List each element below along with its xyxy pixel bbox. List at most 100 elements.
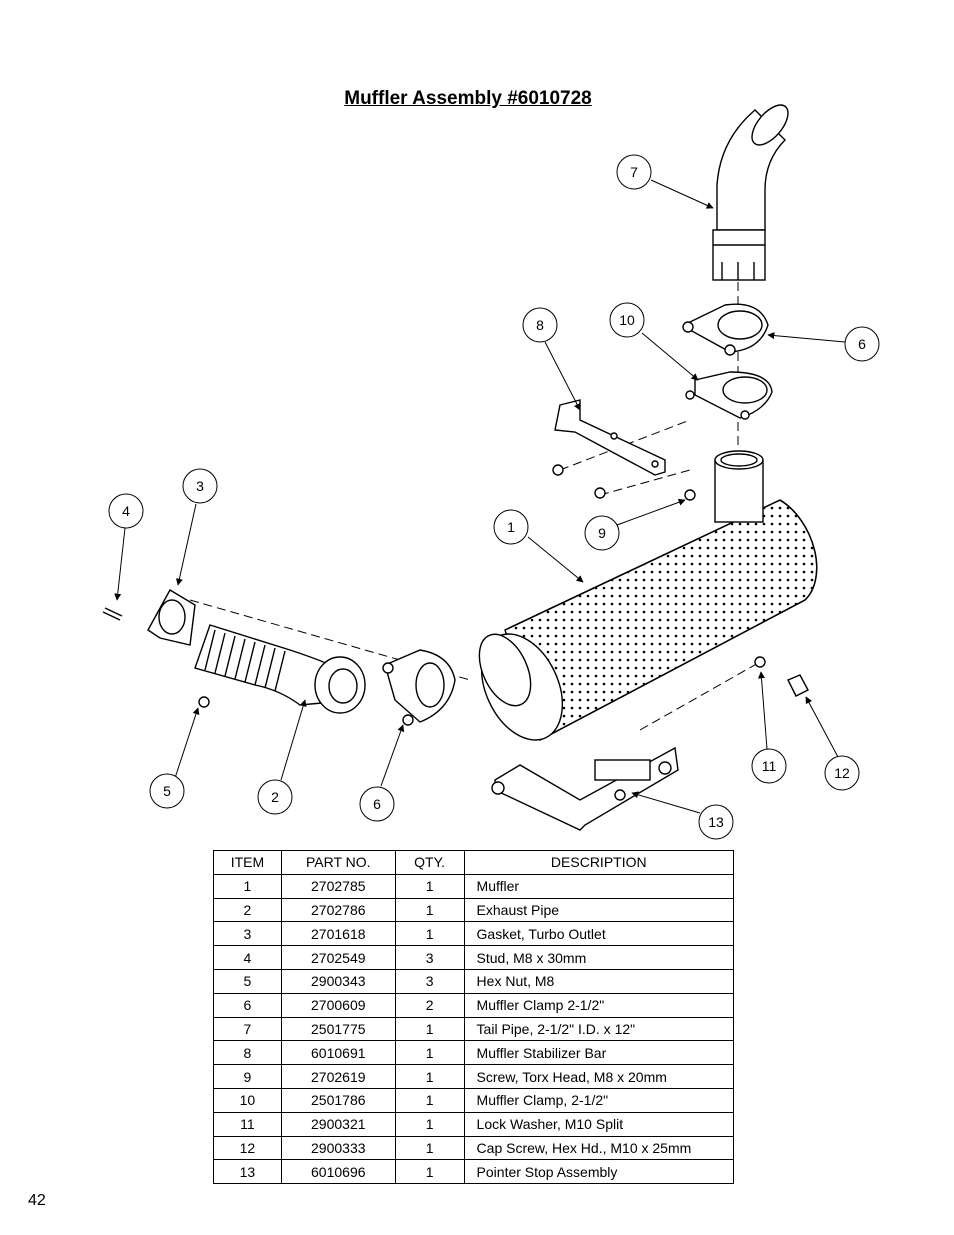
cell-qty: 1 bbox=[394, 897, 465, 923]
cell-part-no: 6010691 bbox=[280, 1040, 396, 1066]
callout-label-11: 11 bbox=[762, 758, 777, 774]
callout-4: 4 bbox=[108, 493, 144, 529]
callout-12: 12 bbox=[824, 755, 860, 791]
callout-label-12: 12 bbox=[834, 765, 850, 781]
cell-part-no: 6010696 bbox=[280, 1159, 396, 1185]
header-description: DESCRIPTION bbox=[463, 850, 735, 875]
cell-qty: 3 bbox=[394, 968, 465, 994]
table-header-row: ITEM PART NO. QTY. DESCRIPTION bbox=[213, 850, 735, 875]
cell-item: 4 bbox=[213, 945, 282, 970]
cell-qty: 1 bbox=[394, 1040, 465, 1066]
cell-part-no: 2900343 bbox=[280, 968, 396, 994]
callout-6-lower: 6 bbox=[359, 786, 395, 822]
cell-part-no: 2900333 bbox=[280, 1135, 396, 1161]
cell-description: Hex Nut, M8 bbox=[463, 968, 735, 994]
cell-item: 8 bbox=[213, 1040, 282, 1066]
callout-3: 3 bbox=[182, 468, 218, 504]
callout-label-8: 8 bbox=[536, 317, 544, 333]
cell-part-no: 2702786 bbox=[280, 897, 396, 923]
muffler-clamp-lower bbox=[685, 371, 773, 420]
cell-part-no: 2900321 bbox=[280, 1111, 396, 1137]
cell-qty: 2 bbox=[394, 992, 465, 1018]
cell-item: 5 bbox=[213, 968, 282, 994]
cell-qty: 1 bbox=[394, 1135, 465, 1161]
callout-7: 7 bbox=[616, 154, 652, 190]
callout-label-10: 10 bbox=[619, 312, 635, 328]
callout-5: 5 bbox=[149, 773, 185, 809]
header-part-no: PART NO. bbox=[280, 850, 396, 875]
cell-description: Muffler Clamp 2-1/2" bbox=[463, 992, 735, 1018]
cell-description: Pointer Stop Assembly bbox=[463, 1159, 735, 1185]
muffler-assembly-diagram: 1 2 3 4 5 6 6 7 8 9 10 11 bbox=[102, 104, 880, 840]
cell-description: Cap Screw, Hex Hd., M10 x 25mm bbox=[463, 1135, 735, 1161]
callout-8: 8 bbox=[522, 307, 558, 343]
cell-qty: 1 bbox=[394, 921, 465, 947]
callout-label-2: 2 bbox=[271, 789, 279, 805]
cell-qty: 1 bbox=[394, 1016, 465, 1042]
cell-description: Lock Washer, M10 Split bbox=[463, 1111, 735, 1137]
cell-item: 1 bbox=[213, 873, 282, 899]
callout-13: 13 bbox=[698, 804, 734, 840]
cell-description: Muffler bbox=[463, 873, 735, 899]
cell-part-no: 2700609 bbox=[280, 992, 396, 1018]
cell-part-no: 2701618 bbox=[280, 921, 396, 947]
callout-11: 11 bbox=[751, 748, 787, 784]
muffler-clamp-upper bbox=[682, 303, 769, 356]
callout-label-13: 13 bbox=[708, 814, 724, 830]
muffler bbox=[478, 450, 818, 742]
cell-part-no: 2702785 bbox=[280, 873, 396, 899]
cell-description: Tail Pipe, 2-1/2" I.D. x 12" bbox=[463, 1016, 735, 1042]
header-item: ITEM bbox=[213, 850, 282, 875]
cell-description: Stud, M8 x 30mm bbox=[463, 945, 735, 970]
page-title: Muffler Assembly #6010728 bbox=[344, 88, 592, 109]
cell-item: 10 bbox=[213, 1087, 282, 1113]
cell-part-no: 2501786 bbox=[280, 1087, 396, 1113]
cell-part-no: 2702619 bbox=[280, 1064, 396, 1089]
cell-item: 3 bbox=[213, 921, 282, 947]
muffler-clamp-left bbox=[382, 649, 456, 726]
pointer-stop-assembly bbox=[491, 656, 809, 831]
callout-label-7: 7 bbox=[630, 164, 638, 180]
cell-qty: 1 bbox=[394, 1064, 465, 1089]
cell-item: 2 bbox=[213, 897, 282, 923]
cell-qty: 1 bbox=[394, 1111, 465, 1137]
callout-label-1: 1 bbox=[507, 519, 515, 535]
cell-qty: 1 bbox=[394, 1087, 465, 1113]
cell-qty: 3 bbox=[394, 945, 465, 970]
cell-qty: 1 bbox=[394, 1159, 465, 1185]
cell-part-no: 2702549 bbox=[280, 945, 396, 970]
header-qty: QTY. bbox=[394, 850, 465, 875]
callout-label-5: 5 bbox=[163, 783, 171, 799]
callout-label-6-lower: 6 bbox=[373, 796, 381, 812]
callout-2: 2 bbox=[257, 779, 293, 815]
cell-description: Screw, Torx Head, M8 x 20mm bbox=[463, 1064, 735, 1089]
callout-10: 10 bbox=[609, 302, 645, 338]
cell-description: Muffler Stabilizer Bar bbox=[463, 1040, 735, 1066]
cell-item: 12 bbox=[213, 1135, 282, 1161]
stabilizer-bar bbox=[552, 399, 696, 501]
cell-item: 9 bbox=[213, 1064, 282, 1089]
callout-label-6-upper: 6 bbox=[858, 336, 866, 352]
cell-description: Exhaust Pipe bbox=[463, 897, 735, 923]
callout-label-3: 3 bbox=[196, 478, 204, 494]
turbo-gasket bbox=[102, 589, 210, 708]
callout-1: 1 bbox=[493, 509, 529, 545]
cell-item: 6 bbox=[213, 992, 282, 1018]
cell-qty: 1 bbox=[394, 873, 465, 899]
tail-pipe bbox=[712, 104, 789, 281]
cell-item: 13 bbox=[213, 1159, 282, 1185]
